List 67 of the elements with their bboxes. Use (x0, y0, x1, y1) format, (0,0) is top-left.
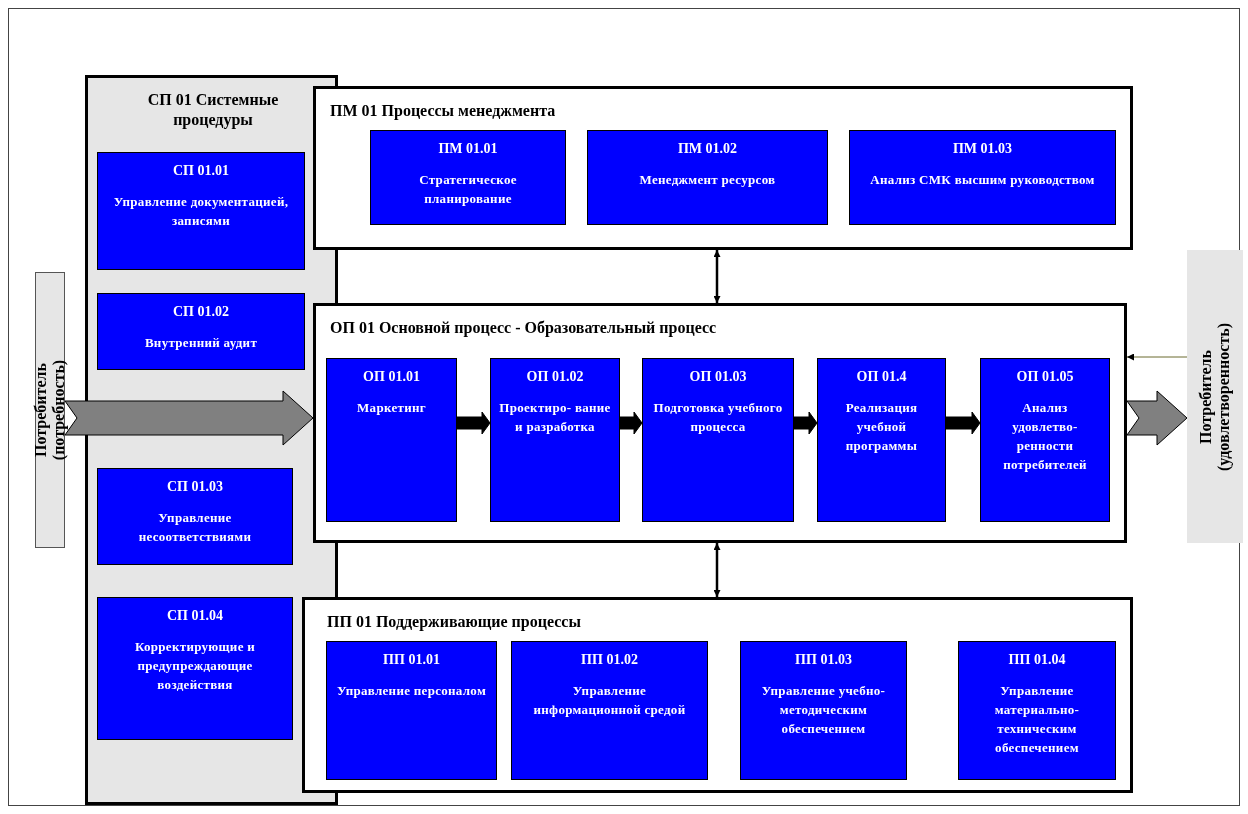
process-name: Управление материально- техническим обеспечением (993, 682, 1081, 757)
block-arrow (945, 411, 981, 435)
arrow (1126, 353, 1188, 361)
process-name: Анализ СМК высшим руководством (870, 171, 1095, 190)
process-code: ОП 01.03 (689, 368, 747, 386)
process-name: Управление несоответствиями (137, 509, 253, 547)
block-arrow (456, 411, 491, 435)
process-code: СП 01.02 (173, 303, 229, 321)
process-box (980, 358, 1110, 522)
block-arrow (793, 411, 818, 435)
process-box (958, 641, 1116, 780)
process-code: ПП 01.03 (795, 651, 852, 669)
process-code: ПМ 01.02 (677, 140, 738, 158)
group-title: ПП 01 Поддерживающие процессы (327, 612, 581, 632)
process-code: ПМ 01.03 (952, 140, 1013, 158)
process-name: Маркетинг (357, 399, 426, 418)
process-code: ПП 01.02 (581, 651, 638, 669)
block-arrow (619, 411, 643, 435)
process-box (511, 641, 708, 780)
side-label-box (1187, 250, 1243, 543)
group-panel (302, 597, 1133, 793)
process-box (326, 641, 497, 780)
process-name: Менеджмент ресурсов (639, 171, 776, 190)
group-panel (313, 86, 1133, 250)
group-title: ПМ 01 Процессы менеджмента (330, 101, 556, 121)
process-box (326, 358, 457, 522)
process-name: Управление учебно- методическим обеспечением (760, 682, 887, 738)
process-name: Проектиро- вание и разработка (499, 399, 611, 437)
process-box (642, 358, 794, 522)
process-code: ПП 01.04 (1008, 651, 1066, 669)
group-title: ОП 01 Основной процесс - Образовательный процесс (330, 318, 717, 338)
process-box (490, 358, 620, 522)
process-name: Управление информационной средой (532, 682, 687, 720)
block-arrow (1126, 390, 1188, 446)
process-box (587, 130, 828, 225)
process-code: ПП 01.01 (383, 651, 440, 669)
process-box (97, 293, 305, 370)
process-box (97, 468, 293, 565)
process-name: Управление персоналом (336, 682, 487, 701)
rotated-label: Потребитель (удовлетворенность) (1197, 321, 1233, 473)
process-code: ОП 01.02 (526, 368, 584, 386)
process-code: ОП 01.01 (363, 368, 420, 386)
process-box (97, 597, 293, 740)
process-name: Внутренний аудит (144, 334, 258, 353)
group-panel (313, 303, 1127, 543)
process-code: СП 01.01 (173, 162, 229, 180)
process-name: Подготовка учебного процесса (652, 399, 784, 437)
process-name: Анализ удовлетво- ренности потребителей (1002, 399, 1088, 474)
block-arrow (64, 390, 314, 446)
process-name: Управление документацией, записями (112, 193, 290, 231)
process-code: ПМ 01.01 (438, 140, 498, 158)
process-box (370, 130, 566, 225)
process-code: ОП 01.4 (856, 368, 907, 386)
process-name: Реализация учебной программы (844, 399, 919, 455)
process-name: Корректирующие и предупреждающие воздействия (133, 638, 257, 694)
process-box (817, 358, 946, 522)
process-code: ОП 01.05 (1016, 368, 1074, 386)
process-code: СП 01.03 (167, 478, 223, 496)
process-box (97, 152, 305, 270)
arrow (713, 543, 721, 597)
process-name: Стратегическое планирование (418, 171, 518, 209)
rotated-label: Потребитель (потребность) (32, 358, 68, 463)
process-code: СП 01.04 (167, 607, 223, 625)
process-box (849, 130, 1116, 225)
group-title: СП 01 Системные процедуры (146, 90, 280, 130)
process-box (740, 641, 907, 780)
arrow (713, 250, 721, 303)
